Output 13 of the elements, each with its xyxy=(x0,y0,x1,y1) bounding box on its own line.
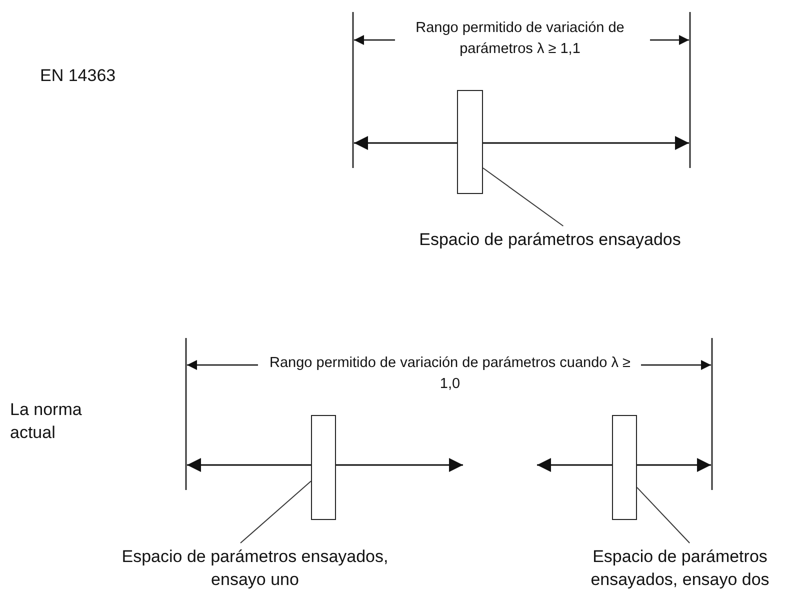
caption-text: Espacio de parámetros ensayados xyxy=(385,228,715,251)
leader-line xyxy=(482,168,564,226)
caption-text: Espacio de parámetros ensayados, ensayo uno xyxy=(110,545,400,591)
dimension-label: Rango permitido de variación de parámetros cuando λ ≥ 1,0 xyxy=(268,354,632,394)
standard-label: EN 14363 xyxy=(40,65,117,87)
caption-text: Espacio de parámetros ensayados, ensayo dos xyxy=(560,545,800,591)
tested-space-box xyxy=(457,90,483,194)
leader-line xyxy=(240,480,312,544)
tested-space-box xyxy=(311,415,336,520)
tested-space-box xyxy=(612,415,637,520)
dimension-label: Rango permitido de variación de parámetros λ ≥ 1,1 xyxy=(414,19,626,59)
leader-line xyxy=(636,486,690,544)
standard-label: La norma actual xyxy=(10,399,83,444)
